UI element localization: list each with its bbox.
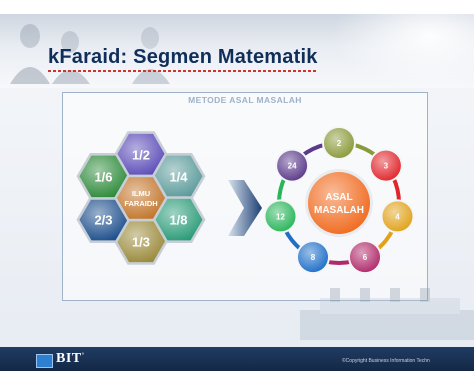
hexagon-3: 1/8: [151, 196, 206, 243]
cycle-node-label: 8: [311, 253, 316, 262]
header-glow: [330, 14, 474, 88]
cycle-center-label-1: ASAL: [325, 192, 352, 203]
hexagon-label: 1/8: [169, 213, 187, 228]
logo-text: BIT°: [56, 351, 85, 367]
slide-title: kFaraid: Segmen Matematik: [48, 46, 318, 72]
cycle-node-shine: [370, 150, 401, 181]
hexagon-shine: [117, 177, 165, 219]
footer-bar: [0, 347, 474, 371]
cycle-node-shine: [382, 201, 413, 232]
hexagon-label: 1/3: [132, 234, 150, 249]
hexagon-4: 1/3: [114, 217, 168, 265]
cycle-node-shine: [324, 128, 354, 158]
hexagon-shine: [154, 198, 203, 241]
cycle-node-shine: [298, 242, 328, 273]
cycle-node-label: 2: [337, 139, 342, 148]
cycle-node-shine: [350, 242, 380, 273]
hexagon-shine: [117, 133, 165, 176]
cycle-node-3: 3: [368, 148, 403, 183]
hexagon-label: 1/6: [94, 169, 112, 184]
cycle-diagram: ASAL MASALAH 2 3 4 6 8 12 24: [263, 126, 415, 275]
header-bar: [0, 14, 474, 88]
hexagon-2: 1/4: [151, 153, 206, 200]
cycle-node-8: 8: [296, 240, 330, 275]
hexagon-shine: [117, 220, 165, 263]
hexagon-center-label-2: FARAIDH: [124, 199, 157, 208]
spellcheck-underline: [48, 70, 318, 72]
diagram-title: METODE ASAL MASALAH: [188, 95, 302, 105]
hexagon-1: 1/2: [114, 131, 168, 179]
cycle-node-shine: [277, 150, 308, 181]
hexagon-6: 1/6: [76, 153, 131, 200]
cycle-node-6: 6: [348, 240, 382, 275]
cycle-node-2: 2: [322, 126, 356, 160]
hexagon-shine: [79, 155, 128, 198]
cycle-node-24: 24: [275, 148, 310, 183]
logo-name: BIT: [56, 351, 82, 366]
cycle-node-label: 4: [395, 212, 400, 221]
cycle-node-shine: [265, 201, 296, 232]
cycle-node-label: 6: [363, 253, 368, 262]
hexagon-label: 1/4: [169, 169, 188, 184]
arrow-right-icon: [228, 180, 262, 236]
top-band: [0, 0, 474, 14]
logo-square-icon: [36, 354, 53, 368]
cycle-node-label: 3: [384, 162, 389, 171]
conference-room-photo: [300, 288, 474, 340]
cycle-node-4: 4: [380, 199, 415, 234]
logo-mark: °: [81, 352, 85, 359]
business-people-photo: [10, 24, 170, 84]
copyright-text: ©Copyright Business Information Techn: [342, 358, 430, 364]
cycle-node-label: 24: [288, 162, 297, 171]
hexagon-shine: [79, 198, 128, 241]
cycle-node-label: 12: [276, 212, 285, 221]
hexagon-label: 2/3: [94, 213, 112, 228]
cycle-center-label-2: MASALAH: [314, 205, 364, 216]
hexagon-shine: [154, 155, 203, 198]
hexagon-label: 1/2: [132, 148, 150, 163]
slide-title-text: kFaraid: Segmen Matematik: [48, 46, 318, 68]
cycle-node-12: 12: [263, 199, 298, 234]
hexagon-center-label-1: ILMU: [132, 189, 150, 198]
cycle-center-shine: [308, 172, 370, 234]
hexagon-5: 2/3: [76, 196, 131, 243]
